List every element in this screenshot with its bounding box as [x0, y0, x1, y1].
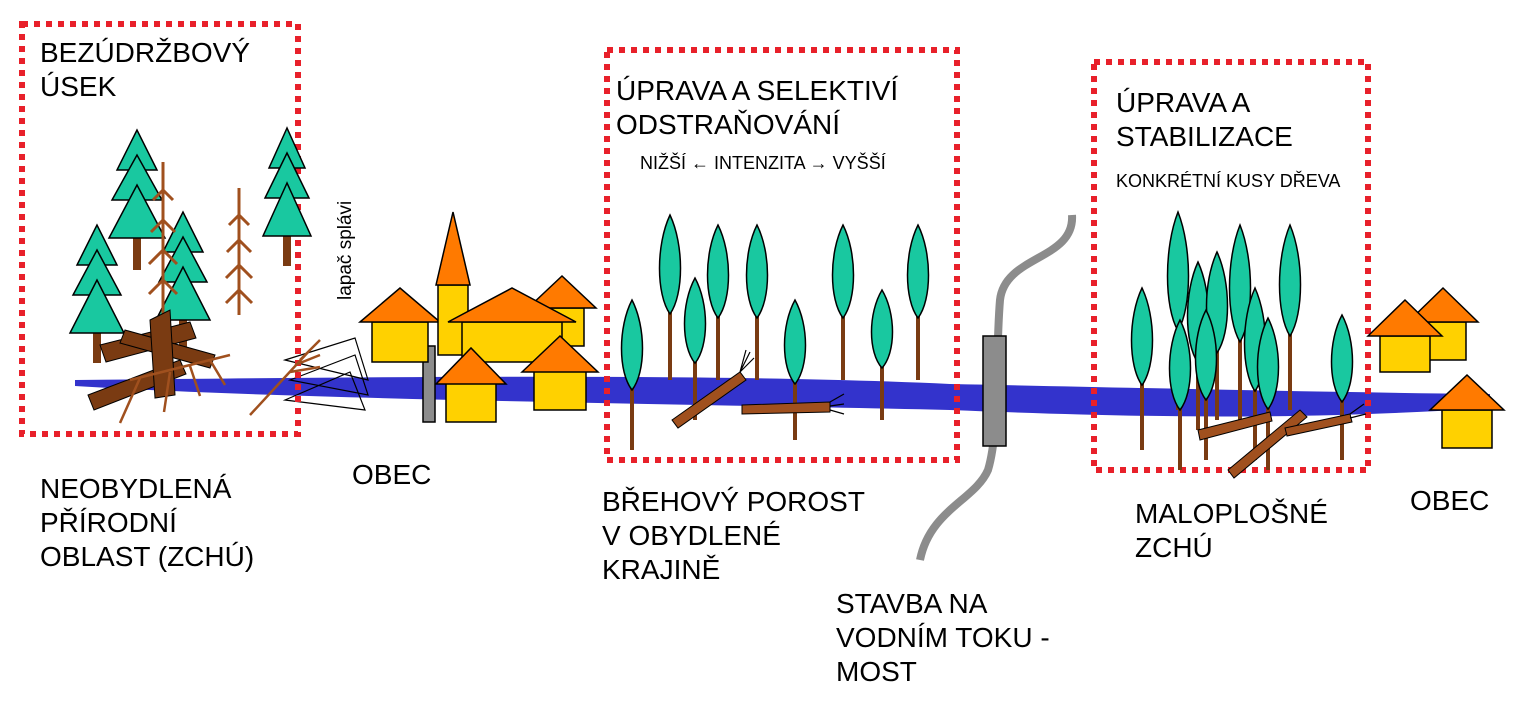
village1-caption: OBEC	[352, 459, 432, 490]
village2-caption: OBEC	[1410, 485, 1490, 516]
bridge-caption: STAVBA NA VODNÍM TOKU - MOST	[836, 588, 1050, 687]
spruce-tree-icon	[261, 126, 313, 266]
poplar-tree-icon	[870, 288, 894, 420]
bridge-pillar	[982, 335, 1007, 447]
spruce-tree-icon	[154, 210, 212, 350]
poplar-tree-icon	[658, 213, 682, 380]
poplar-group	[620, 209, 1354, 470]
root-debris	[739, 349, 1367, 419]
poplar-tree-icon	[1194, 308, 1218, 460]
spruce-tree-icon	[68, 223, 126, 363]
poplar-tree-icon	[745, 223, 769, 380]
small-area-subtitle: KONKRÉTNÍ KUSY DŘEVA	[1116, 171, 1341, 191]
fallen-log-icon	[671, 371, 1353, 479]
riparian-caption: BŘEHOVÝ POROST V OBYDLENÉ KRAJINĚ	[602, 486, 865, 585]
house-icon	[520, 334, 600, 411]
poplar-tree-icon	[906, 223, 930, 380]
poplar-tree-icon	[683, 276, 707, 420]
poplar-tree-icon	[706, 223, 730, 380]
riparian-intensity-scale: NIŽŠÍ ← INTENZITA → VYŠŠÍ	[640, 153, 886, 173]
frame-riparian	[604, 47, 960, 463]
spruce-tree-icon	[107, 128, 167, 270]
small-area-caption: MALOPLOŠNÉ ZCHÚ	[1135, 498, 1328, 563]
unmaintained-caption: NEOBYDLENÁ PŘÍRODNÍ OBLAST (ZCHÚ)	[40, 473, 255, 572]
small-area-title: ÚPRAVA A STABILIZACE	[1116, 87, 1293, 152]
house-icon	[357, 287, 443, 363]
fallen-log-icon	[87, 309, 216, 411]
house-icon	[1366, 298, 1444, 373]
debris-trap-icon	[282, 337, 369, 411]
unmaintained-title: BEZÚDRŽBOVÝ ÚSEK	[40, 37, 251, 102]
house-icon	[1428, 373, 1506, 449]
riparian-title: ÚPRAVA A SELEKTIVÍ ODSTRAŇOVÁNÍ	[616, 75, 899, 140]
poplar-tree-icon	[1278, 223, 1302, 410]
poplar-tree-icon	[1228, 222, 1252, 420]
branch-debris	[118, 339, 321, 424]
poplar-tree-icon	[1130, 286, 1154, 450]
debris-trap-label: lapač splávi	[335, 200, 356, 300]
poplar-tree-icon	[1330, 313, 1354, 460]
poplar-tree-icon	[783, 298, 807, 440]
poplar-tree-icon	[620, 298, 644, 450]
poplar-tree-icon	[831, 223, 855, 380]
dead-tree-icon	[147, 162, 254, 330]
house-icon	[434, 346, 508, 423]
poplar-tree-icon	[1168, 318, 1192, 470]
